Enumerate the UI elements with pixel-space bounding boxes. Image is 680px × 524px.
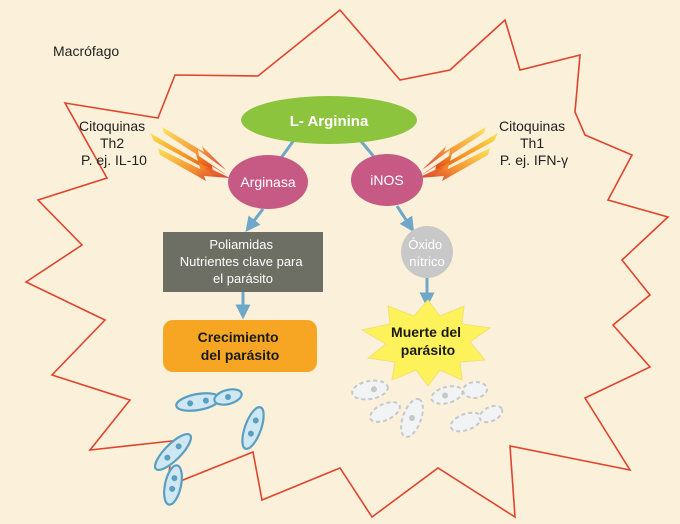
dead-parasites-icon — [351, 379, 504, 439]
parasite-death-text: Muerte del parásito — [391, 324, 465, 358]
parasite-death-line-2: parásito — [401, 342, 455, 358]
arginase-node — [228, 155, 308, 209]
th2-line-1: Citoquinas — [79, 118, 145, 134]
nitric-oxide-node — [401, 226, 453, 278]
th2-line-2: Th2 — [100, 135, 124, 151]
th2-line-3: P. ej. IL-10 — [81, 152, 147, 168]
polyamines-text: Poliamidas Nutrientes clave para el pará… — [180, 237, 306, 286]
th2-lightning-icon — [150, 127, 230, 181]
macrophage-label: Macrófago — [53, 43, 119, 59]
arginase-label: Arginasa — [240, 174, 295, 190]
l-arginine-label: L- Arginina — [290, 113, 369, 130]
th1-line-2: Th1 — [520, 135, 544, 151]
parasite-growth-line-1: Crecimiento — [198, 329, 279, 345]
th2-stimulus-text: Citoquinas Th2 P. ej. IL-10 — [79, 118, 149, 168]
parasite-growth-line-2: del parásito — [201, 347, 280, 363]
th1-line-3: P. ej. IFN-γ — [500, 152, 568, 168]
inos-to-no-arrow — [395, 205, 415, 233]
polyamines-line-1: Poliamidas — [209, 237, 273, 252]
parasite-growth-box — [163, 320, 317, 372]
polyamines-line-2: Nutrientes clave para — [180, 254, 304, 269]
polyamines-box — [163, 232, 323, 292]
polyamines-line-3: el parásito — [213, 271, 273, 286]
parasite-death-line-1: Muerte del — [391, 324, 461, 340]
inos-node — [351, 154, 423, 206]
growing-parasites-icon — [154, 388, 265, 506]
th1-stimulus-text: Citoquinas Th1 P. ej. IFN-γ — [499, 118, 569, 168]
macrophage-outline — [24, 8, 670, 519]
nitric-oxide-line-2: nítrico — [409, 254, 444, 269]
parasite-death-burst — [360, 299, 492, 387]
inos-label: iNOS — [370, 172, 403, 188]
arginase-to-polyamines-arrow — [245, 208, 265, 232]
th1-line-1: Citoquinas — [499, 118, 565, 134]
parasite-growth-text: Crecimiento del parásito — [198, 329, 283, 363]
arginine-to-arginase-line — [279, 139, 296, 159]
nitric-oxide-text: Óxido nítrico — [408, 237, 446, 269]
arginine-to-inos-line — [358, 139, 377, 159]
th1-lightning-icon — [418, 127, 498, 181]
l-arginine-node — [241, 96, 417, 144]
nitric-oxide-line-1: Óxido — [408, 237, 442, 252]
